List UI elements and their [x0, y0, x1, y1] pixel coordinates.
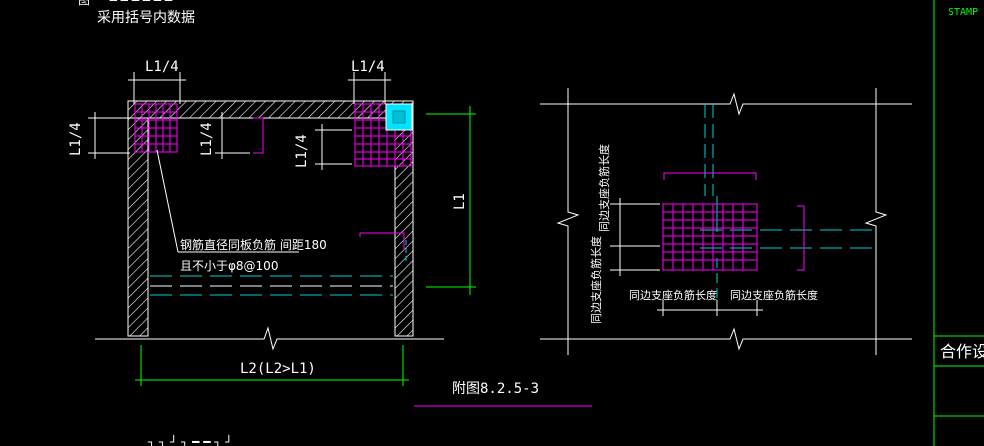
- right-break-line: [864, 88, 888, 355]
- dim-top-left: [128, 72, 186, 104]
- dim-top-left-text: L1/4: [145, 59, 179, 75]
- rebar-mesh-center: [662, 203, 758, 271]
- rebar-bend-right-side: [797, 205, 805, 271]
- dim-mid-vertical-a-text: L1/4: [199, 122, 215, 156]
- dim-left-vertical: [88, 112, 130, 159]
- leader-text-1: 钢筋直径同板负筋 间距180: [180, 237, 327, 252]
- right-vertical-text-1: 同边支座负筋长度: [597, 144, 611, 232]
- dim-right-L1: [426, 106, 476, 295]
- dim-mid-vertical-a: [215, 112, 250, 159]
- bottom-break-line: [95, 326, 444, 351]
- leader-line: [156, 149, 179, 253]
- bottom-cut-text: ┐ ┐ ┘ ┐ ━ ━ ┐ ┘: [147, 434, 233, 446]
- title-block: STAMP 合作设: [933, 0, 984, 446]
- dim-left-vertical-text: L1/4: [68, 122, 84, 156]
- rebar-bend-top-right: [663, 172, 757, 180]
- dim-bottom-text: L2(L2>L1): [240, 361, 316, 377]
- top-break-line: [540, 92, 912, 116]
- rebar-bend-top: [253, 117, 264, 154]
- right-bottom-text-2: 同边支座负筋长度: [730, 288, 818, 302]
- dim-top-right-text: L1/4: [351, 59, 385, 75]
- dim-top-right: [348, 72, 391, 104]
- right-wall-hatch: [394, 117, 414, 337]
- rebar-bend-right: [359, 232, 405, 250]
- note-top-cut: 图 一 ━ ━ ━ ━ ━ ━: [78, 0, 173, 7]
- right-bottom-text-1: 同边支座负筋长度: [629, 288, 717, 302]
- top-wall-hatch: [127, 100, 414, 119]
- leader-text-2: 且不小于φ8@100: [180, 259, 278, 273]
- left-detail[interactable]: L1/4 L1/4 L1/4 L1/4 L1/4 L1: [68, 59, 592, 446]
- dim-bottom: [135, 345, 409, 386]
- dim-right-vertical: [610, 198, 660, 276]
- right-vertical-text-2: 同边支座负筋长度: [589, 236, 603, 324]
- figure-caption: 附图8.2.5-3: [452, 381, 539, 397]
- dim-mid-vertical-b: [315, 124, 352, 170]
- note-top: 采用括号内数据: [97, 10, 195, 26]
- cooperation-label: 合作设: [940, 342, 984, 361]
- rebar-mesh-left: [134, 103, 178, 153]
- bottom-break-line-right: [540, 327, 912, 351]
- left-break-line: [556, 88, 580, 355]
- right-detail[interactable]: 同边支座负筋长度 同边支座负筋长度 同边支座负筋长度 同边支座负筋长度: [540, 88, 912, 355]
- dim-mid-vertical-b-text: L1/4: [294, 134, 310, 168]
- dim-right-L1-text: L1: [452, 193, 468, 210]
- dim-right-horizontal: [657, 300, 763, 316]
- stamp-label: STAMP: [948, 7, 978, 18]
- left-wall-hatch: [127, 117, 149, 337]
